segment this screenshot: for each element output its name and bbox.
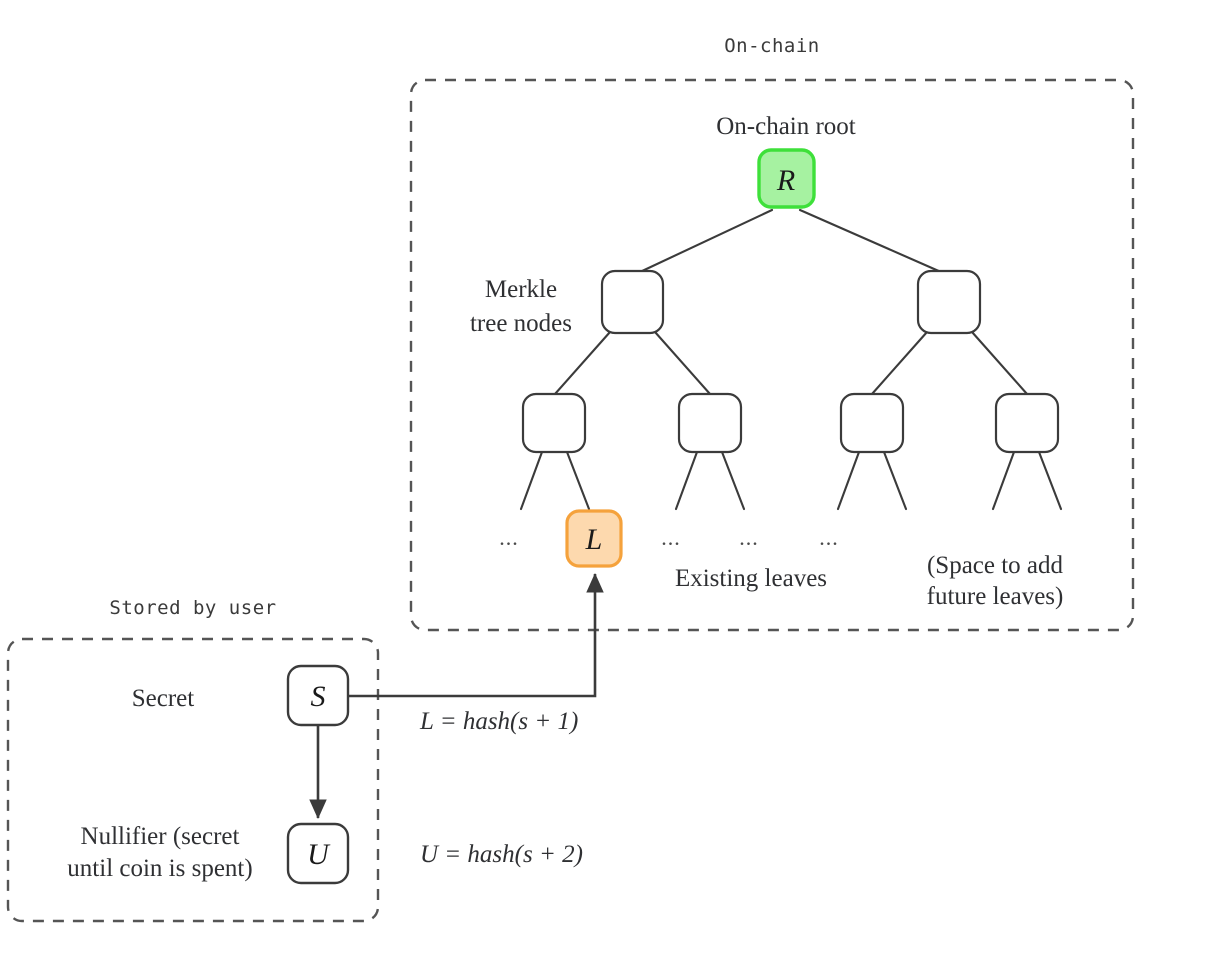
merkle-node-level1-right xyxy=(916,269,982,335)
edge-l1b-right xyxy=(970,330,1029,396)
nullifier-label-line1: Nullifier (secret xyxy=(81,823,240,850)
secret-node-S-letter: S xyxy=(311,680,326,713)
leaf-stub-1 xyxy=(519,450,544,511)
leaf-hash-formula: L = hash(s + 1) xyxy=(419,708,578,735)
merkle-tree-nodes-label-line2: tree nodes xyxy=(470,310,572,337)
leaf-stub-7 xyxy=(991,450,1016,511)
merkle-tree-nodes-label-line1: Merkle xyxy=(485,276,557,303)
leaf-stub-3 xyxy=(674,450,699,511)
leaf-stub-8 xyxy=(1037,450,1063,511)
nullifier-label-line2: until coin is spent) xyxy=(67,855,252,882)
leaf-stub-2 xyxy=(565,450,591,511)
leaf-ellipsis-4: ... xyxy=(819,525,839,550)
merkle-node-level2-a xyxy=(521,392,587,454)
nullifier-node-U-letter: U xyxy=(307,838,331,871)
arrow-secret-to-leaf xyxy=(348,572,604,698)
leaf-stub-4 xyxy=(720,450,746,511)
future-leaves-label-line2: future leaves) xyxy=(927,583,1064,610)
onchain-root-label: On-chain root xyxy=(716,113,856,140)
stored-by-user-group-box xyxy=(6,637,380,923)
edge-root-right xyxy=(798,208,943,274)
root-node xyxy=(757,148,816,209)
edge-l1a-left xyxy=(553,330,612,396)
secret-label: Secret xyxy=(132,685,195,712)
leaf-node-L-letter: L xyxy=(585,523,603,556)
leaf-ellipsis-2: ... xyxy=(661,525,681,550)
nullifier-hash-formula: U = hash(s + 2) xyxy=(420,841,583,868)
edge-root-left xyxy=(638,208,774,274)
existing-leaves-label: Existing leaves xyxy=(675,565,827,592)
edge-l1b-left xyxy=(870,330,929,396)
leaf-node-L xyxy=(565,509,623,568)
merkle-node-level2-d xyxy=(994,392,1060,454)
merkle-node-level2-b xyxy=(677,392,743,454)
future-leaves-label-line1: (Space to add xyxy=(927,552,1064,579)
onchain-group-box xyxy=(409,78,1135,632)
edge-l1a-right xyxy=(653,330,712,396)
leaf-stub-6 xyxy=(882,450,908,511)
onchain-title: On-chain xyxy=(724,35,820,57)
merkle-node-level2-c xyxy=(839,392,905,454)
leaf-ellipsis-3: ... xyxy=(739,525,759,550)
root-node-letter: R xyxy=(776,164,795,197)
leaf-ellipsis-1: ... xyxy=(499,525,519,550)
leaf-stub-5 xyxy=(836,450,861,511)
nullifier-node-U xyxy=(286,822,350,885)
stored-by-user-title: Stored by user xyxy=(109,597,276,619)
merkle-node-level1-left xyxy=(600,269,665,335)
